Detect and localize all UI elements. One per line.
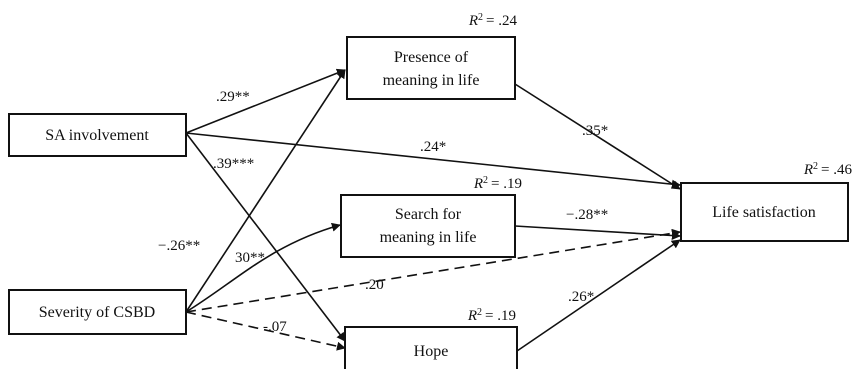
node-life-satisfaction: Life satisfaction — [680, 182, 849, 242]
coef-csbd-life: .20 — [365, 277, 384, 293]
edges — [185, 68, 681, 352]
r2-hope: R2= .19 — [467, 307, 516, 325]
edge-csbd-to-search — [185, 222, 341, 313]
edge-sa-to-life — [185, 132, 681, 189]
node-sa-involvement: SA involvement — [8, 113, 187, 157]
node-severity-of-csbd-label: Severity of CSBD — [39, 304, 155, 321]
node-life-satisfaction-label: Life satisfaction — [712, 204, 816, 221]
node-search-for-meaning: Search for meaning in life — [340, 194, 516, 258]
r2-presence: R2= .24 — [468, 12, 518, 30]
edge-sa-to-presence — [185, 68, 346, 134]
edge-csbd-to-hope — [185, 311, 346, 351]
node-search-label-line2: meaning in life — [380, 229, 477, 246]
edge-sa-to-hope — [185, 132, 346, 342]
node-search-label-line1: Search for — [395, 206, 462, 223]
coef-hope-life: .26* — [568, 289, 594, 305]
coef-sa-life: .24* — [420, 139, 446, 155]
edge-csbd-to-life — [185, 228, 681, 313]
node-presence-label-line2: meaning in life — [383, 72, 480, 89]
coef-csbd-presence: −.26** — [158, 238, 200, 254]
coef-csbd-search: 30** — [235, 250, 265, 266]
edge-presence-to-life — [514, 83, 681, 190]
node-sa-involvement-label: SA involvement — [45, 127, 149, 144]
coef-search-life: −.28** — [566, 207, 608, 223]
coef-sa-hope: .39*** — [213, 156, 254, 172]
edge-csbd-to-presence — [185, 69, 346, 313]
node-presence-label-line1: Presence of — [394, 49, 469, 66]
node-hope-label: Hope — [414, 343, 449, 360]
r2-search: R2= .19 — [473, 175, 522, 193]
coef-csbd-hope: -.07 — [263, 319, 287, 335]
edge-search-to-life — [514, 225, 681, 241]
r2-life-satisfaction: R2= .46 — [803, 161, 853, 179]
node-presence-of-meaning: Presence of meaning in life — [346, 36, 516, 100]
coef-sa-presence: .29** — [216, 89, 250, 105]
node-severity-of-csbd: Severity of CSBD — [8, 289, 187, 335]
node-hope: Hope — [344, 326, 518, 369]
edge-hope-to-life — [516, 239, 681, 352]
coef-presence-life: .35* — [582, 123, 608, 139]
